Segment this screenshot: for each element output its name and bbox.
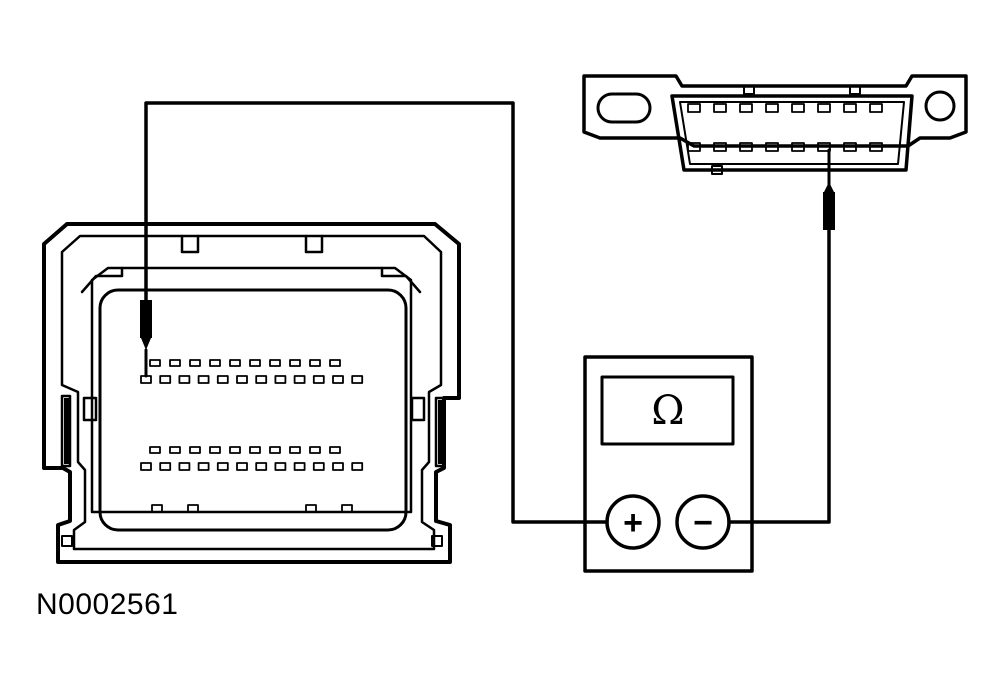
pin-cavity — [739, 142, 753, 152]
pin-cavity — [687, 103, 701, 113]
pin-cavity — [189, 446, 201, 454]
pin-cavity — [249, 359, 261, 367]
pin-cavity — [843, 142, 857, 152]
pin-cavity — [140, 462, 152, 471]
positive-test-lead — [144, 101, 609, 524]
pin-cavity — [765, 103, 779, 113]
pin-cavity — [293, 462, 306, 471]
module-connector-housing — [42, 222, 461, 564]
module-test-probe — [140, 300, 152, 378]
pin-cavity — [293, 375, 306, 384]
pin-cavity — [209, 359, 221, 367]
pin-cavity — [149, 359, 161, 367]
pin-cavity — [274, 462, 287, 471]
positive-terminal-label: + — [623, 504, 643, 542]
pin-cavity — [309, 359, 321, 367]
pin-cavity — [305, 504, 317, 513]
ohmmeter-body — [583, 355, 754, 573]
pin-cavity — [791, 103, 805, 113]
pin-cavity — [229, 446, 241, 454]
pin-cavity — [713, 142, 727, 152]
pin-cavity — [269, 359, 281, 367]
pin-cavity — [269, 446, 281, 454]
pin-cavity — [341, 504, 353, 513]
pin-cavity — [187, 504, 199, 513]
pin-cavity — [197, 375, 210, 384]
pin-cavity — [178, 462, 191, 471]
figure-reference-id: N0002561 — [36, 588, 179, 621]
dlc-test-probe — [823, 148, 835, 230]
dlc-slot-hole — [596, 92, 652, 124]
pin-cavity — [289, 359, 301, 367]
pin-cavity — [197, 462, 210, 471]
ohm-symbol: Ω — [651, 388, 684, 434]
pin-cavity — [189, 359, 201, 367]
pin-cavity — [687, 142, 701, 152]
pin-cavity — [236, 462, 248, 471]
pin-cavity — [843, 103, 857, 113]
pin-cavity — [169, 446, 181, 454]
pin-cavity — [178, 375, 191, 384]
pin-cavity — [149, 446, 161, 454]
pin-cavity — [869, 142, 883, 152]
pin-cavity — [869, 103, 883, 113]
positive-terminal — [605, 494, 661, 550]
pin-cavity — [817, 103, 831, 113]
pin-cavity — [329, 446, 341, 454]
pin-cavity — [274, 375, 287, 384]
pin-cavity — [236, 375, 248, 384]
pin-cavity — [329, 359, 341, 367]
right-lock-tab — [434, 396, 446, 468]
module-pin-face — [98, 288, 408, 532]
pin-cavity — [332, 375, 344, 384]
module-connector — [42, 222, 461, 564]
pin-cavity — [151, 504, 163, 513]
module-pin-rows — [140, 359, 364, 513]
pin-cavity — [229, 359, 241, 367]
pin-cavity — [739, 103, 753, 113]
pin-cavity — [169, 359, 181, 367]
negative-test-lead — [727, 228, 831, 524]
left-lock-tab — [60, 394, 72, 468]
pin-cavity — [309, 446, 321, 454]
pin-cavity — [249, 446, 261, 454]
pin-cavity — [351, 462, 364, 471]
pin-cavity — [216, 375, 229, 384]
pin-cavity — [332, 462, 344, 471]
data-link-connector — [582, 74, 968, 175]
pin-cavity — [289, 446, 301, 454]
pin-cavity — [312, 462, 325, 471]
pin-cavity — [765, 142, 779, 152]
dlc-flange — [582, 74, 968, 148]
ohmmeter — [583, 355, 754, 573]
pin-cavity — [159, 462, 172, 471]
dlc-round-hole — [924, 90, 956, 122]
pin-cavity — [351, 375, 364, 384]
pin-cavity — [216, 462, 229, 471]
negative-terminal-label: − — [693, 504, 713, 542]
pin-cavity — [312, 375, 325, 384]
dlc-pin-rows — [687, 103, 883, 152]
ohmmeter-display — [600, 375, 735, 446]
pin-cavity — [713, 103, 727, 113]
pin-cavity — [159, 375, 172, 384]
pin-cavity — [791, 142, 805, 152]
pin-cavity — [817, 142, 831, 152]
dlc-pin-body — [670, 94, 914, 172]
pin-cavity — [255, 375, 268, 384]
negative-terminal — [675, 494, 731, 550]
pin-cavity — [209, 446, 221, 454]
pin-cavity — [255, 462, 268, 471]
